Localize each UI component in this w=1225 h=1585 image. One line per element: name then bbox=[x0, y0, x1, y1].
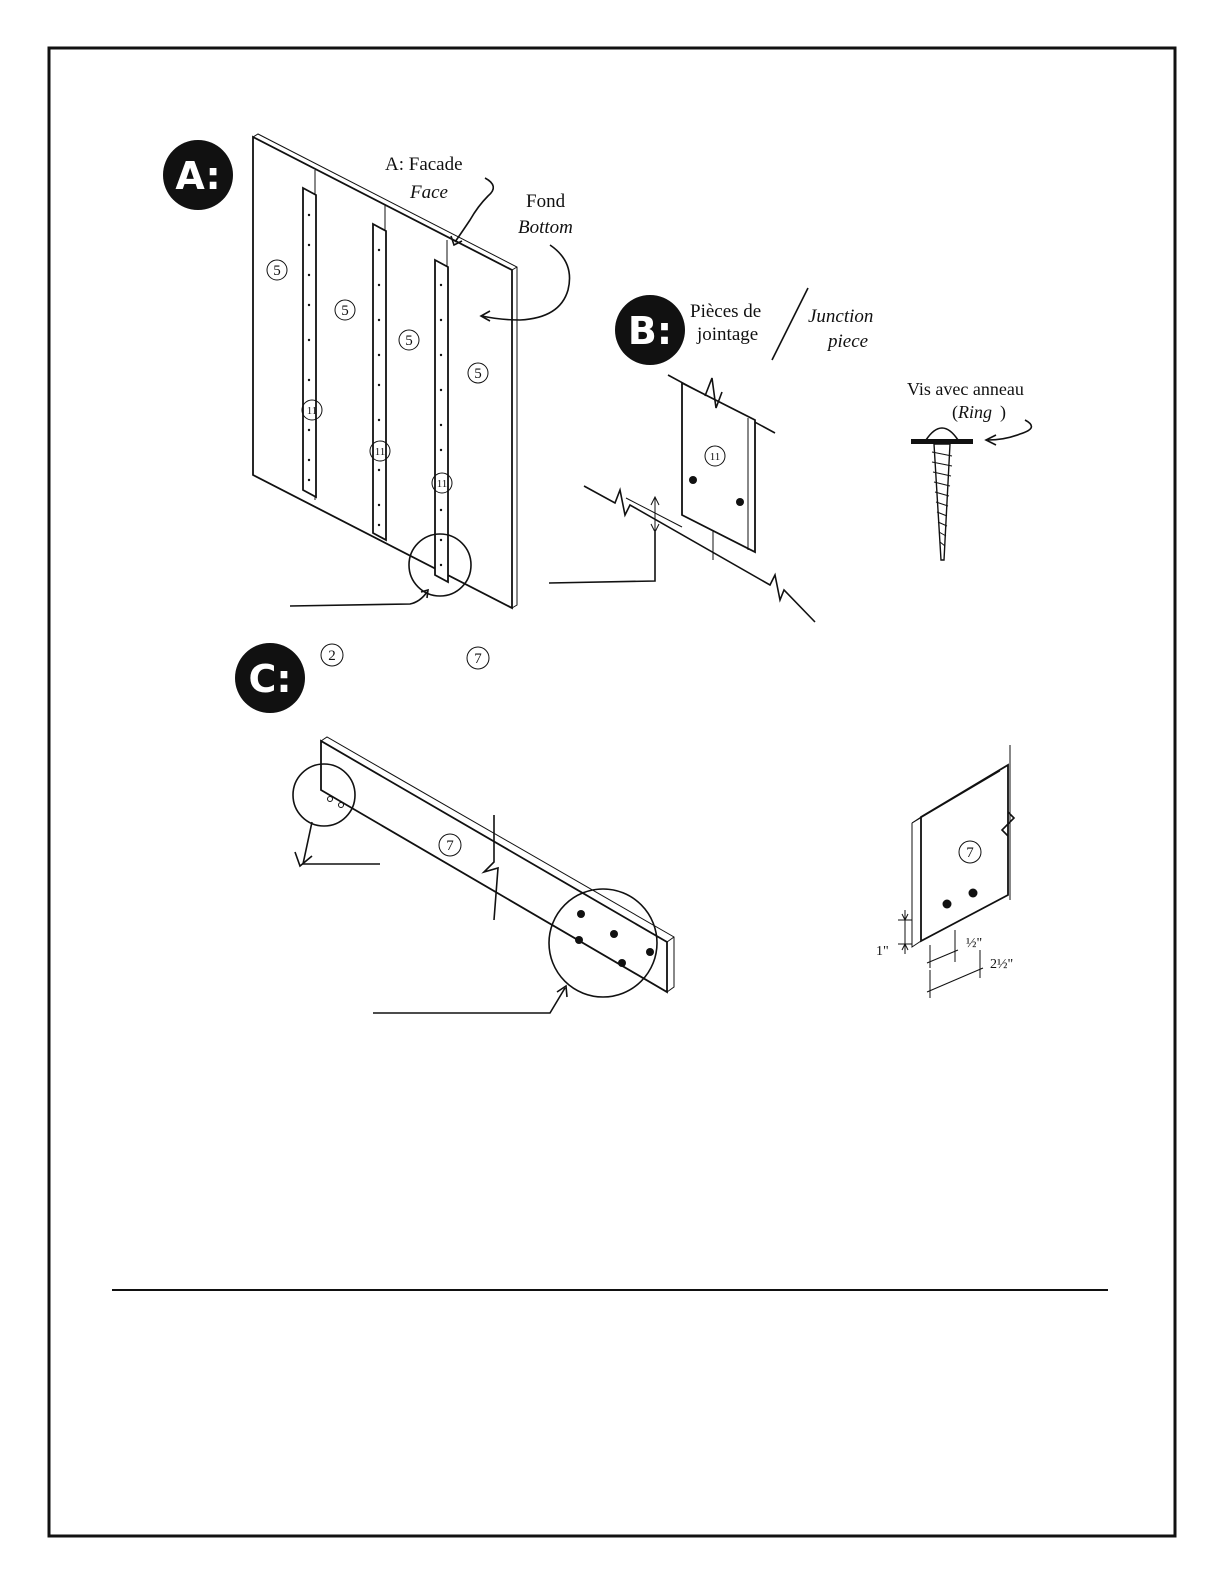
svg-text:5: 5 bbox=[273, 263, 281, 279]
svg-text:5: 5 bbox=[341, 303, 349, 319]
end-detail-hole bbox=[969, 889, 978, 898]
svg-text:7: 7 bbox=[474, 651, 482, 667]
detail-leader-c-right bbox=[373, 988, 565, 1013]
junction-strip-1 bbox=[303, 188, 316, 497]
part-number-2: 2 bbox=[321, 644, 343, 666]
svg-text:11: 11 bbox=[375, 446, 386, 458]
svg-text:7: 7 bbox=[966, 845, 974, 861]
badge-a-label: A: bbox=[175, 154, 220, 198]
section-b: B: Pièces de jointage Junction piece 11 … bbox=[549, 288, 1031, 622]
svg-text:11: 11 bbox=[710, 451, 721, 463]
rail-hole-solid bbox=[577, 910, 585, 918]
ring-screw bbox=[911, 428, 973, 560]
section-c: C: 2 7 7 7 bbox=[235, 643, 1014, 1013]
badge-b-label: B: bbox=[628, 309, 672, 353]
section-a: A: 5 5 5 5 11 11 11 A: Facade bbox=[163, 134, 573, 608]
title-divider-slash bbox=[772, 288, 808, 360]
detail-leader-b bbox=[549, 532, 655, 583]
rail-hole bbox=[339, 803, 344, 808]
ring-leader bbox=[988, 420, 1031, 440]
face-label-fr: A: Facade bbox=[385, 154, 463, 175]
svg-text:5: 5 bbox=[474, 366, 482, 382]
detail-panel-back-edge bbox=[626, 498, 682, 527]
rail-hole-solid bbox=[575, 936, 583, 944]
svg-text:11: 11 bbox=[307, 405, 318, 417]
screw-label-paren-close: ) bbox=[1000, 402, 1006, 423]
detail-screw-hole bbox=[689, 476, 697, 484]
svg-text:2½": 2½" bbox=[990, 957, 1013, 972]
rail-board bbox=[321, 741, 667, 992]
screw-label-fr: Vis avec anneau bbox=[907, 379, 1024, 399]
svg-text:7: 7 bbox=[446, 838, 454, 854]
rail-hole bbox=[328, 797, 333, 802]
svg-text:2: 2 bbox=[328, 648, 336, 664]
part-number-7: 7 bbox=[467, 647, 489, 669]
detail-leader-a bbox=[290, 592, 427, 606]
bottom-label-en: Bottom bbox=[518, 217, 573, 238]
junction-strip-2 bbox=[373, 224, 386, 540]
face-leader bbox=[455, 178, 493, 242]
svg-text:½": ½" bbox=[966, 936, 982, 951]
svg-text:1": 1" bbox=[876, 944, 889, 959]
panel-edge-line bbox=[512, 267, 517, 270]
screw-label-en: Ring bbox=[957, 402, 992, 422]
dimension-half-in: ½" bbox=[927, 930, 982, 968]
rail-hole-solid bbox=[646, 948, 654, 956]
badge-c-label: C: bbox=[248, 657, 291, 701]
end-detail-thickness bbox=[912, 817, 921, 947]
rail-hole-solid bbox=[618, 959, 626, 967]
face-label-en: Face bbox=[409, 182, 448, 203]
rail-board-edge bbox=[667, 937, 674, 942]
junction-title-fr-2: jointage bbox=[696, 324, 758, 345]
rail-hole-solid bbox=[610, 930, 618, 938]
detail-leader-c-left bbox=[303, 822, 380, 864]
svg-text:11: 11 bbox=[437, 478, 448, 490]
dimension-1in: 1" bbox=[876, 910, 912, 959]
bottom-label-fr: Fond bbox=[526, 191, 566, 212]
junction-title-en-2: piece bbox=[826, 331, 868, 352]
junction-title-fr-1: Pièces de bbox=[690, 301, 761, 322]
junction-title-en-1: Junction bbox=[808, 306, 873, 327]
detail-junction-piece bbox=[682, 383, 755, 552]
end-detail-hole bbox=[943, 900, 952, 909]
detail-screw-hole bbox=[736, 498, 744, 506]
svg-text:5: 5 bbox=[405, 333, 413, 349]
